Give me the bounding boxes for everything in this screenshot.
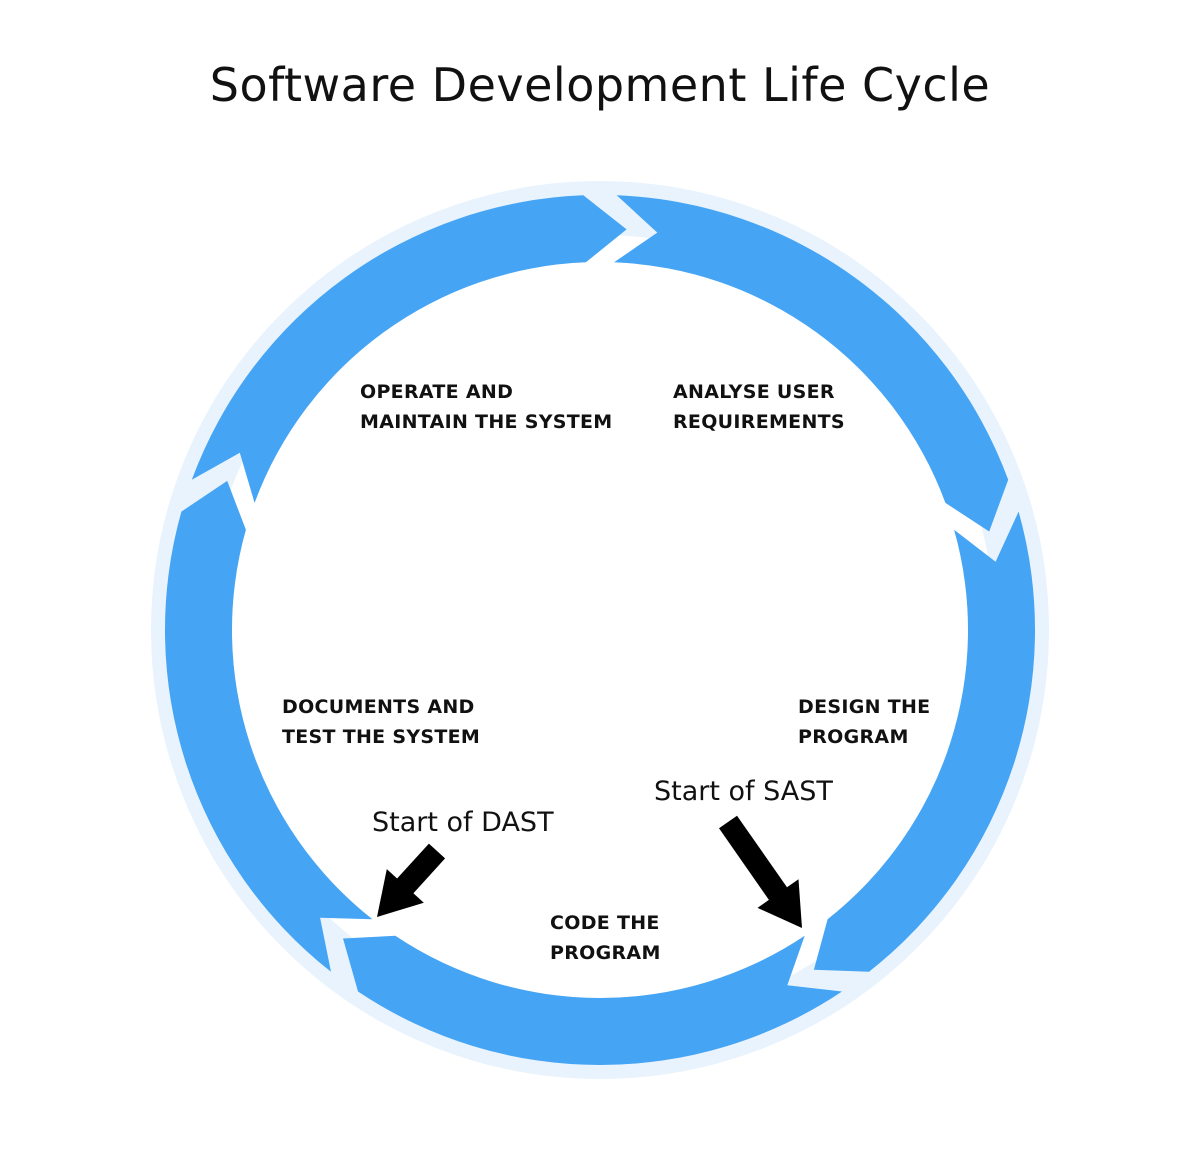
ring-segment-operate: [191, 195, 627, 503]
ring-segment-code: [343, 935, 842, 1066]
ring-segment-design: [813, 511, 1036, 972]
phase-operate-and-maintain: OPERATE AND MAINTAIN THE SYSTEM: [360, 381, 613, 433]
dast-arrow-icon: [377, 843, 446, 917]
ring-segment-analyse: [614, 195, 1009, 532]
page-title: Software Development Life Cycle: [209, 58, 991, 112]
ring-segments: [164, 195, 1036, 1066]
phase-documents-and-test: DOCUMENTS AND TEST THE SYSTEM: [282, 696, 481, 748]
phase-analyse-user-requirements: ANALYSE USER REQUIREMENTS: [673, 381, 845, 433]
phase-code-the-program: CODE THE PROGRAM: [550, 912, 661, 964]
phase-design-the-program: DESIGN THE PROGRAM: [798, 696, 931, 748]
sast-arrow-icon: [719, 815, 802, 928]
ring-segment-documents: [164, 480, 373, 972]
start-of-sast-label: Start of SAST: [654, 776, 833, 807]
start-of-dast-label: Start of DAST: [372, 807, 554, 838]
pointer-arrows: [377, 815, 802, 928]
